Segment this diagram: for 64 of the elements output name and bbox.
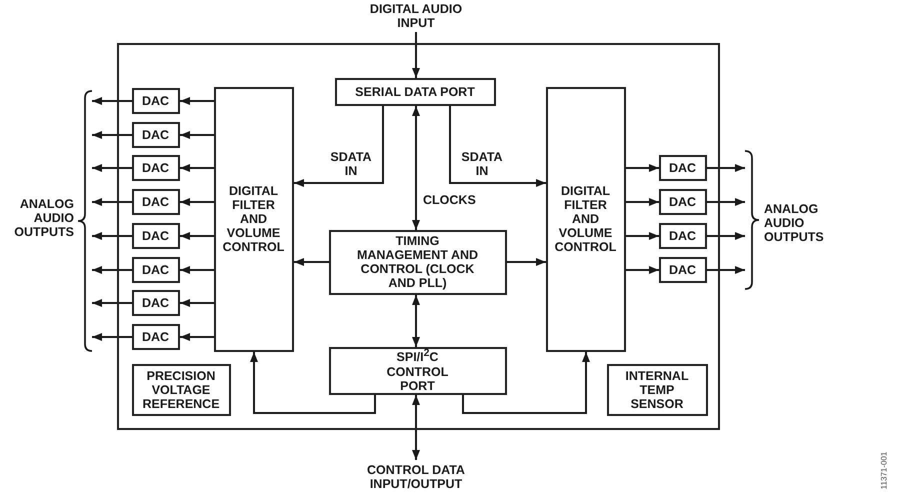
output-label: ANALOG AUDIO OUTPUTS <box>764 202 825 244</box>
edge-label: SDATA IN <box>329 150 373 178</box>
arrow <box>180 333 214 341</box>
arrow <box>180 266 214 274</box>
edge-label: CLOCKS <box>423 193 477 207</box>
arrow <box>707 164 745 172</box>
arrow <box>412 32 420 78</box>
arrow <box>180 164 214 172</box>
arrow <box>412 106 420 230</box>
figure-number: 11371-001 <box>880 452 890 490</box>
arrow <box>294 258 329 266</box>
output-label: ANALOG AUDIO OUTPUTS <box>13 197 74 239</box>
arrow <box>412 395 420 460</box>
arrow <box>180 299 214 307</box>
arrow <box>507 258 546 266</box>
arrow <box>626 232 659 240</box>
dac-block: DAC <box>132 290 180 316</box>
arrow <box>412 295 420 347</box>
dac-block: DAC <box>132 222 180 248</box>
process-box: INTERNAL TEMP SENSOR <box>606 364 708 416</box>
process-box: SPI/I$^{2}$C CONTROL PORT <box>328 346 506 394</box>
brace <box>745 150 760 290</box>
brace <box>77 90 92 352</box>
process-box: SERIAL DATA PORT <box>334 78 496 106</box>
dac-block: DAC <box>658 256 706 282</box>
arrow <box>180 131 214 139</box>
process-box: PRECISION VOLTAGE REFERENCE <box>132 364 230 416</box>
arrow <box>707 232 745 240</box>
dac-block: DAC <box>658 188 706 214</box>
arrow <box>707 266 745 274</box>
filter-block: DIGITAL FILTER AND VOLUME CONTROL <box>546 86 626 352</box>
arrow <box>180 232 214 240</box>
arrow <box>92 299 132 307</box>
arrow <box>92 164 132 172</box>
process-box: TIMING MANAGEMENT AND CONTROL (CLOCK AND PLL) <box>328 230 506 294</box>
chip-outline <box>117 43 720 430</box>
dac-block: DAC <box>132 188 180 214</box>
arrow <box>449 106 546 187</box>
dac-block: DAC <box>132 256 180 282</box>
dac-block: DAC <box>132 122 180 148</box>
signal-label: CONTROL DATA INPUT/OUTPUT <box>336 460 496 494</box>
arrow <box>294 106 384 187</box>
dac-block: DAC <box>132 154 180 180</box>
arrow <box>92 97 132 105</box>
arrow <box>462 352 590 414</box>
arrow <box>92 198 132 206</box>
arrow <box>92 333 132 341</box>
arrow <box>707 198 745 206</box>
dac-block: DAC <box>658 222 706 248</box>
dac-block: DAC <box>132 324 180 350</box>
dac-block: DAC <box>658 154 706 180</box>
filter-block: DIGITAL FILTER AND VOLUME CONTROL <box>214 86 294 352</box>
arrow <box>626 164 659 172</box>
arrow <box>180 97 214 105</box>
arrow <box>626 266 659 274</box>
arrow <box>92 266 132 274</box>
arrow <box>250 352 376 414</box>
arrow <box>92 232 132 240</box>
dac-block: DAC <box>132 88 180 114</box>
signal-label: DIGITAL AUDIO INPUT <box>356 0 476 32</box>
arrow <box>626 198 659 206</box>
arrow <box>180 198 214 206</box>
edge-label: SDATA IN <box>460 150 504 178</box>
arrow <box>92 131 132 139</box>
